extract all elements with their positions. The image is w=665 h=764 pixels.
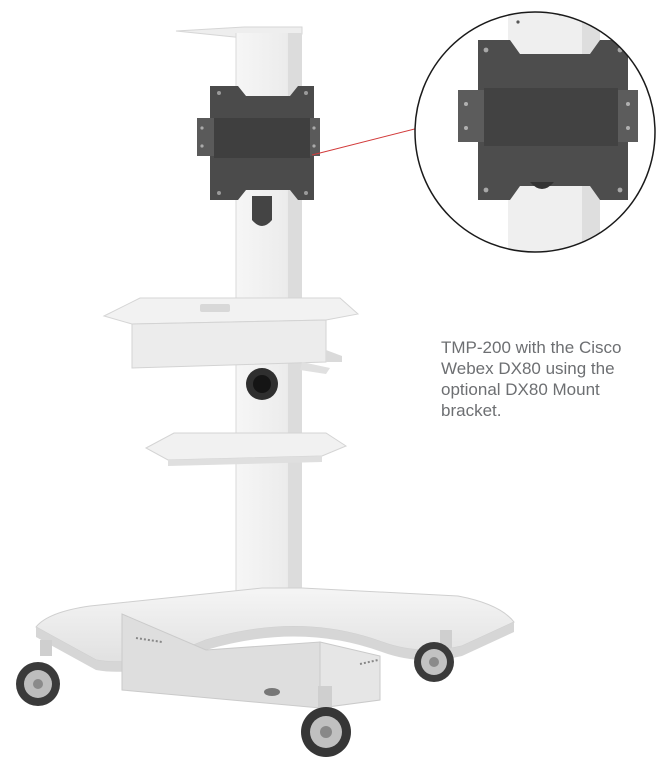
accessory-shelf (144, 432, 348, 466)
caster-wheel-front (301, 686, 351, 757)
keyboard-shelf (102, 297, 360, 374)
cart-base (35, 587, 515, 709)
zoom-detail (414, 11, 656, 253)
product-caption: TMP-200 with the Cisco Webex DX80 using … (441, 338, 622, 420)
caster-wheel-left (16, 640, 60, 706)
caster-wheel-right (414, 630, 454, 682)
dx80-mount-bracket (197, 86, 320, 200)
mobile-cart (16, 26, 515, 757)
